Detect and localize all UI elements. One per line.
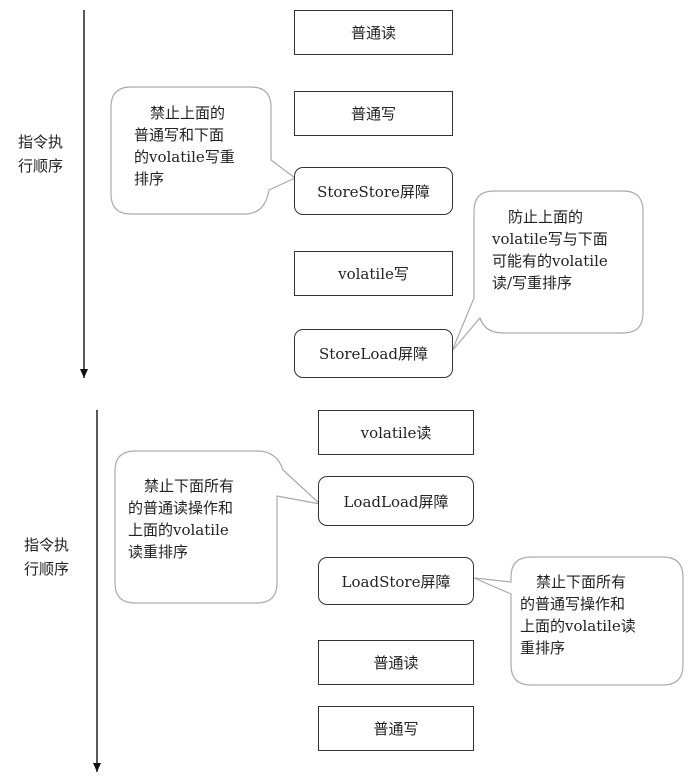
lower-left-note-text: 禁止下面所有 的普通读操作和 上面的volatile 读重排序 (128, 475, 234, 563)
lower-right-note-bubble (473, 556, 684, 686)
note-line: 读重排序 (128, 543, 189, 561)
note-line: 排序 (134, 170, 165, 188)
lower-box-normal-read: 普通读 (318, 640, 474, 685)
note-line: 禁止下面所有 (536, 573, 627, 591)
lower-axis-label-line: 指令执 (24, 536, 70, 554)
note-line: 重排序 (520, 639, 566, 657)
note-line: 禁止下面所有 (144, 477, 235, 495)
upper-box-storestore-barrier: StoreStore屏障 (294, 167, 453, 215)
lower-axis-label: 指令执 行顺序 (24, 533, 69, 581)
lower-box-loadstore-barrier: LoadStore屏障 (318, 557, 474, 605)
upper-box-volatile-write: volatile写 (294, 251, 453, 296)
note-line: 防止上面的 (508, 208, 584, 226)
note-line: 普通写和下面 (134, 126, 225, 144)
upper-left-note-text: 禁止上面的 普通写和下面 的volatile写重 排序 (134, 102, 235, 190)
note-line: 禁止上面的 (150, 104, 226, 122)
lower-axis-label-line: 行顺序 (24, 560, 70, 578)
upper-right-note-bubble (451, 190, 644, 352)
upper-axis-label: 指令执 行顺序 (18, 130, 63, 178)
upper-left-note-bubble (110, 86, 297, 215)
note-line: 的普通写操作和 (520, 595, 626, 613)
lower-box-volatile-read: volatile读 (318, 410, 474, 455)
upper-box-storeload-barrier: StoreLoad屏障 (294, 329, 453, 378)
upper-box-normal-read: 普通读 (294, 10, 453, 55)
upper-axis-label-line: 行顺序 (18, 157, 64, 175)
note-line: 的volatile写重 (134, 148, 235, 166)
lower-left-note-bubble (114, 450, 322, 604)
note-line: 上面的volatile (128, 521, 229, 539)
lower-box-loadload-barrier: LoadLoad屏障 (318, 476, 474, 526)
note-line: 的普通读操作和 (128, 499, 234, 517)
note-line: volatile写与下面 (492, 230, 608, 248)
upper-right-note-text: 防止上面的 volatile写与下面 可能有的volatile 读/写重排序 (492, 206, 608, 294)
lower-box-normal-write: 普通写 (318, 706, 474, 751)
lower-right-note-text: 禁止下面所有 的普通写操作和 上面的volatile读 重排序 (520, 571, 636, 659)
note-line: 读/写重排序 (492, 274, 573, 292)
note-line: 上面的volatile读 (520, 617, 636, 635)
upper-axis-label-line: 指令执 (18, 133, 64, 151)
note-line: 可能有的volatile (492, 252, 608, 270)
upper-box-normal-write: 普通写 (294, 91, 453, 136)
